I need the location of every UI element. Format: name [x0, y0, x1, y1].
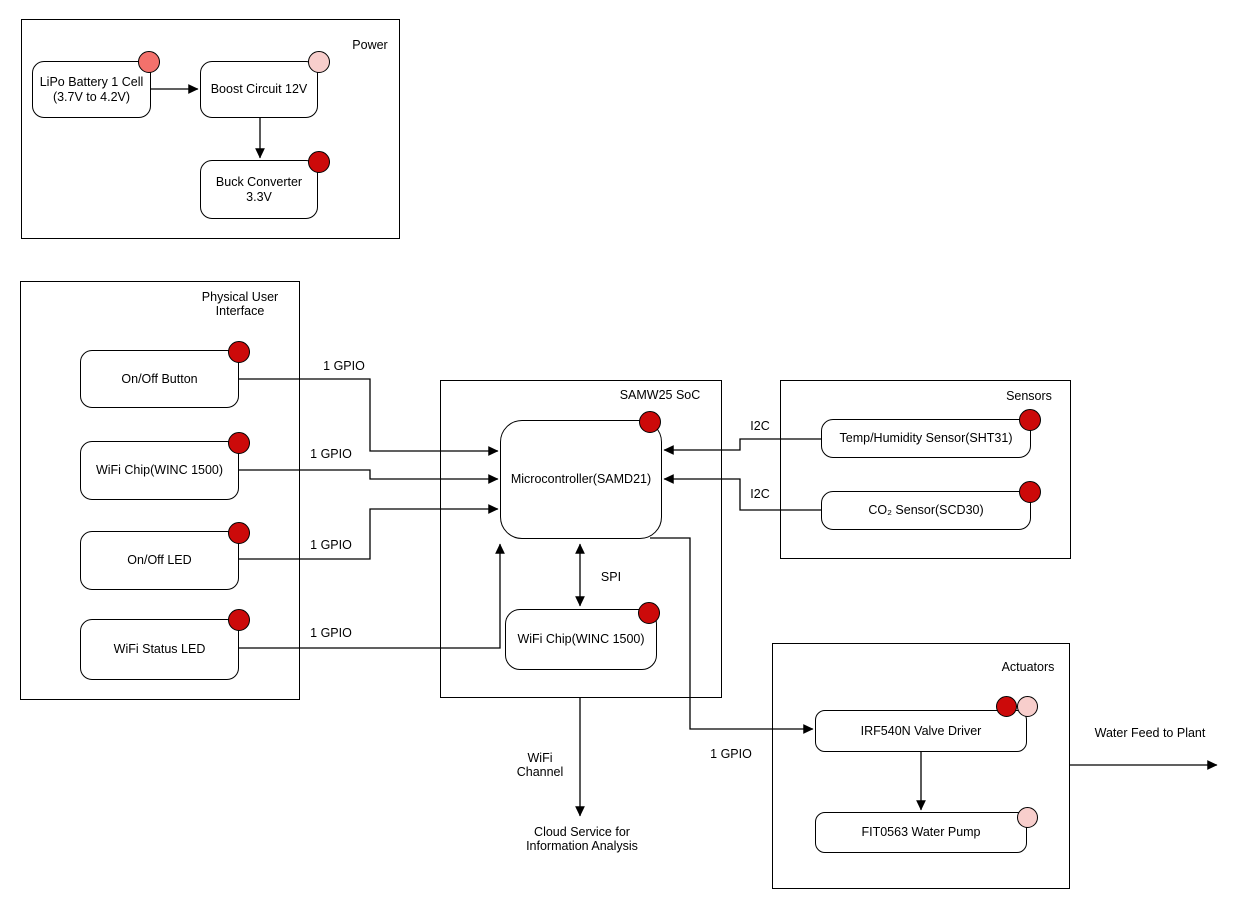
edge-label-wifi-channel-line1: WiFi	[527, 751, 553, 765]
node-temp-humidity-sensor: Temp/Humidity Sensor(SHT31)	[821, 419, 1031, 458]
status-dot-water-pump-pink	[1017, 807, 1038, 828]
status-dot-lipo-battery	[138, 51, 160, 73]
group-physical-user-interface	[20, 281, 300, 700]
group-sensors-label: Sensors	[1006, 389, 1052, 403]
status-dot-microcontroller	[639, 411, 661, 433]
edge-label-cloud-service-line2: Information Analysis	[526, 838, 638, 853]
edge-label-cloud-service-line1: Cloud Service for	[534, 825, 630, 839]
edge-label-gpio-status-led: 1 GPIO	[310, 626, 352, 640]
node-co2-sensor: CO₂ Sensor(SCD30)	[821, 491, 1031, 530]
status-dot-valve-driver-pink	[1017, 696, 1038, 717]
edge-label-wifi-channel-line2: Channel	[516, 764, 564, 779]
status-dot-temp-humidity-sensor	[1019, 409, 1041, 431]
edge-label-gpio-button: 1 GPIO	[323, 359, 365, 373]
status-dot-onoff-led	[228, 522, 250, 544]
edge-label-gpio-onoff-led: 1 GPIO	[310, 538, 352, 552]
node-microcontroller: Microcontroller(SAMD21)	[500, 420, 662, 539]
edge-label-water-feed: Water Feed to Plant	[1094, 726, 1206, 740]
group-power	[21, 19, 400, 239]
group-sensors	[780, 380, 1071, 559]
edge-label-wifi-channel: WiFi Channel	[516, 751, 564, 779]
edge-label-i2c-co2: I2C	[750, 487, 770, 501]
node-water-pump: FIT0563 Water Pump	[815, 812, 1027, 853]
edge-label-gpio-wifi-chip: 1 GPIO	[310, 447, 352, 461]
status-dot-valve-driver-red	[996, 696, 1017, 717]
status-dot-co2-sensor	[1019, 481, 1041, 503]
group-power-label: Power	[352, 38, 388, 52]
group-pui-label-line1: Physical User	[201, 290, 279, 304]
edge-label-gpio-valve: 1 GPIO	[710, 747, 752, 761]
group-physical-user-interface-label: Physical User Interface	[201, 290, 279, 318]
status-dot-buck-converter	[308, 151, 330, 173]
node-buck-converter: Buck Converter 3.3V	[200, 160, 318, 219]
node-onoff-led: On/Off LED	[80, 531, 239, 590]
status-dot-pui-wifi-chip	[228, 432, 250, 454]
status-dot-wifi-status-led	[228, 609, 250, 631]
node-wifi-status-led: WiFi Status LED	[80, 619, 239, 680]
edge-label-cloud-service: Cloud Service for Information Analysis	[526, 825, 638, 853]
status-dot-boost-circuit	[308, 51, 330, 73]
group-samw25-soc-label: SAMW25 SoC	[619, 388, 701, 402]
group-pui-label-line2: Interface	[215, 303, 265, 318]
edge-label-spi: SPI	[600, 570, 622, 584]
node-lipo-battery: LiPo Battery 1 Cell (3.7V to 4.2V)	[32, 61, 151, 118]
node-boost-circuit: Boost Circuit 12V	[200, 61, 318, 118]
node-pui-wifi-chip: WiFi Chip(WINC 1500)	[80, 441, 239, 500]
status-dot-soc-wifi-chip	[638, 602, 660, 624]
group-actuators	[772, 643, 1070, 889]
group-actuators-label: Actuators	[1001, 660, 1055, 674]
node-onoff-button: On/Off Button	[80, 350, 239, 408]
status-dot-onoff-button	[228, 341, 250, 363]
node-valve-driver: IRF540N Valve Driver	[815, 710, 1027, 752]
node-soc-wifi-chip: WiFi Chip(WINC 1500)	[505, 609, 657, 670]
edge-label-i2c-temp: I2C	[750, 419, 770, 433]
